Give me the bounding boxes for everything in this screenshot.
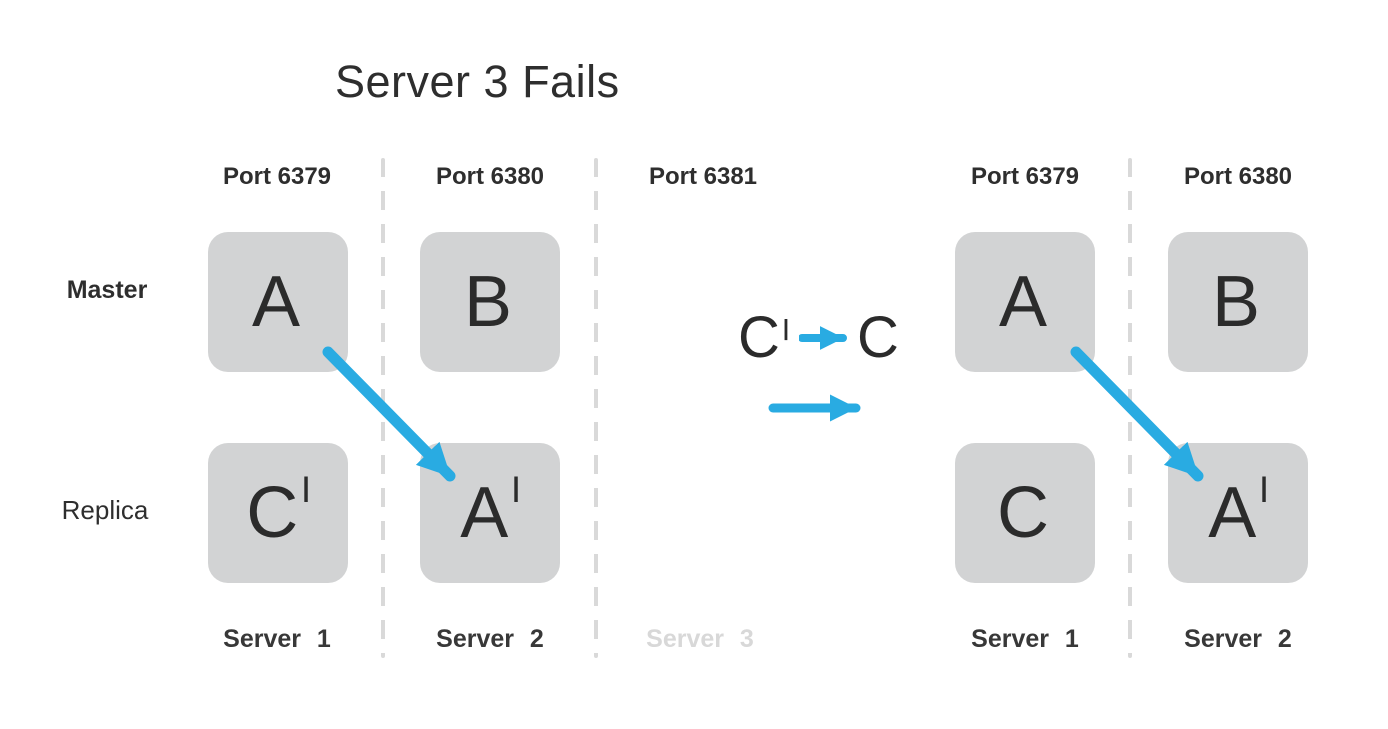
right-port-6380-label: Port 6380	[1183, 163, 1293, 190]
letter-text: C	[738, 305, 780, 370]
shard-letter: A	[460, 473, 509, 553]
diagram-title: Server 3 Fails	[335, 56, 620, 107]
promotion-to-letter: C	[857, 305, 899, 370]
right-master-shard-b: B	[1168, 232, 1308, 372]
right-column-divider	[1128, 158, 1132, 658]
right-master-shard-a: A	[955, 232, 1095, 372]
left-master-shard-b: B	[420, 232, 560, 372]
prime-mark: |	[782, 315, 790, 340]
promotion-annotation: C| C	[738, 302, 899, 374]
left-port-6381-label: Port 6381	[648, 163, 758, 190]
right-port-6379-label: Port 6379	[970, 163, 1080, 190]
prime-mark: |	[512, 471, 520, 502]
left-replica-shard-a-prime: A|	[420, 443, 560, 583]
shard-letter: A	[251, 262, 301, 342]
right-replica-shard-a-prime: A|	[1168, 443, 1308, 583]
left-port-6379-label: Port 6379	[222, 163, 332, 190]
promotion-arrow-icon	[799, 326, 848, 350]
master-row-label: Master	[66, 276, 148, 304]
promotion-from-letter: C|	[738, 309, 789, 367]
replica-row-label: Replica	[61, 495, 149, 525]
shard-letter: C	[246, 473, 299, 553]
shard-letter: B	[1211, 262, 1261, 342]
shard-letter: C	[997, 473, 1049, 553]
prime-mark: |	[1260, 471, 1268, 502]
shard-letter: A	[1208, 473, 1257, 553]
left-column-divider-2	[594, 158, 598, 658]
shard-letter: B	[463, 262, 513, 342]
prime-mark: |	[302, 471, 310, 502]
left-server-2-label: Server 2	[436, 625, 544, 653]
left-replica-shard-c-prime: C|	[208, 443, 348, 583]
right-replica-shard-c: C	[955, 443, 1095, 583]
state-transition-arrow	[768, 394, 861, 422]
left-port-6380-label: Port 6380	[435, 163, 545, 190]
right-server-2-label: Server 2	[1184, 625, 1292, 653]
left-column-divider-1	[381, 158, 385, 658]
right-server-1-label: Server 1	[971, 625, 1079, 653]
left-server-1-label: Server 1	[223, 625, 331, 653]
left-server-3-failed-label: Server 3	[646, 625, 754, 653]
left-master-shard-a: A	[208, 232, 348, 372]
shard-letter: A	[998, 262, 1048, 342]
